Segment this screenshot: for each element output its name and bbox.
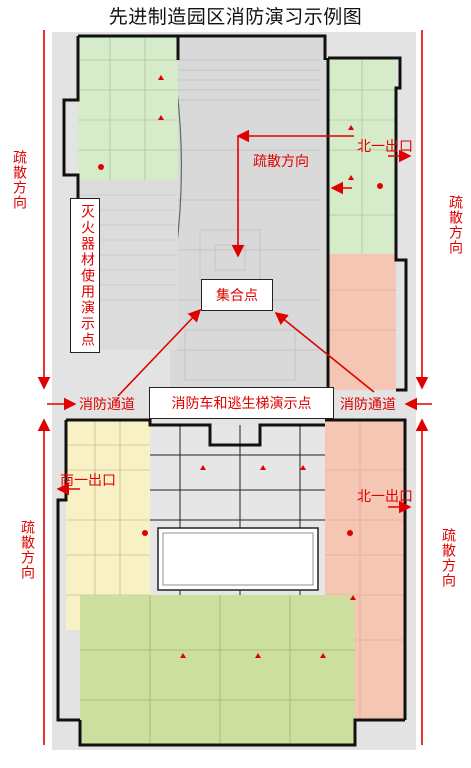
- north-exit-1-label-top: 北一出口: [357, 139, 413, 155]
- south-olive-grid: [80, 595, 355, 745]
- fire-channel-label-right: 消防通道: [340, 397, 396, 413]
- assembly-route-arrows: [117, 136, 375, 397]
- north-exit-1-label-bottom: 北一出口: [357, 489, 413, 505]
- evac-arrows: [37, 30, 429, 745]
- south-exit-1-label: 南一出口: [60, 473, 116, 489]
- assembly-point-box: 集合点: [201, 279, 273, 311]
- evac-label-northwest: 疏散方向: [11, 150, 27, 210]
- evac-label-southeast: 疏散方向: [440, 528, 456, 588]
- extinguisher-markers: [98, 164, 383, 536]
- fire-truck-demo-box: 消防车和逃生梯演示点: [149, 387, 334, 419]
- map-title: 先进制造园区消防演习示例图: [108, 6, 363, 28]
- east-grid: [328, 289, 396, 331]
- evac-label-northeast: 疏散方向: [447, 195, 463, 255]
- atrium-inner: [162, 532, 314, 586]
- extinguisher-demo-box: 灭火器材使用演示点: [70, 198, 100, 353]
- northwest-grid: [78, 36, 178, 180]
- small-triangle-markers: [158, 75, 356, 658]
- evac-label-north-center: 疏散方向: [253, 154, 309, 170]
- evac-label-southwest: 疏散方向: [19, 520, 35, 580]
- north-hall-stairs: [175, 59, 320, 381]
- zone-east-salmon: [328, 254, 396, 390]
- northeast-grid: [328, 58, 396, 254]
- assembly-point-label: 集合点: [216, 288, 258, 304]
- extinguisher-demo-label: 灭火器材使用演示点: [79, 203, 95, 348]
- zone-south-olive: [80, 595, 355, 745]
- fire-channel-label-left: 消防通道: [79, 397, 135, 413]
- zone-northwest-green: [78, 36, 178, 180]
- north-hall-gray: [170, 38, 326, 388]
- atrium: [157, 527, 319, 591]
- fire-truck-demo-label: 消防车和逃生梯演示点: [171, 396, 312, 412]
- exit-arrows: [56, 129, 412, 514]
